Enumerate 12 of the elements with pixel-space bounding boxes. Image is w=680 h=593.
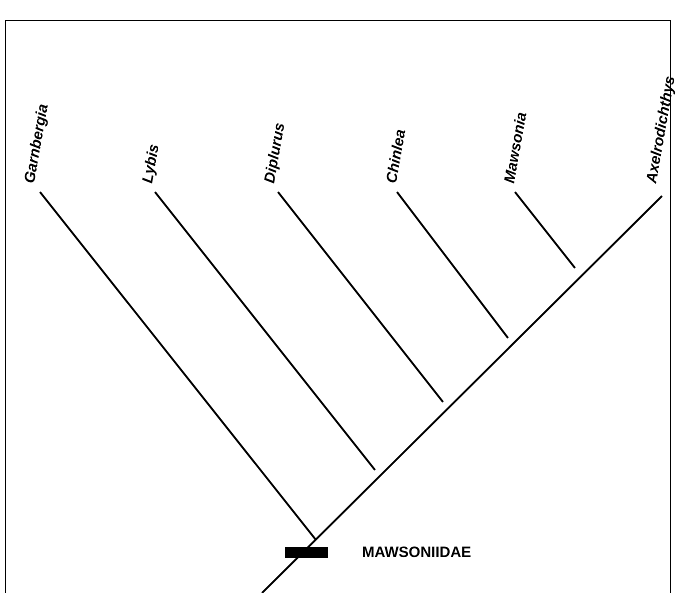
taxon-label: Mawsonia	[501, 110, 532, 185]
branch-line	[39, 191, 317, 541]
taxon-label: Chinlea	[383, 128, 410, 185]
branch-line	[396, 191, 509, 339]
taxon-label: Lybis	[139, 142, 164, 185]
branch-line	[154, 191, 376, 471]
clade-label: MAWSONIIDAE	[362, 544, 472, 561]
taxon-label: Garnbergia	[21, 102, 53, 185]
branch-line	[261, 195, 663, 593]
branch-line	[514, 191, 576, 269]
taxon-label: Diplurus	[261, 122, 290, 185]
branch-line	[277, 191, 444, 403]
